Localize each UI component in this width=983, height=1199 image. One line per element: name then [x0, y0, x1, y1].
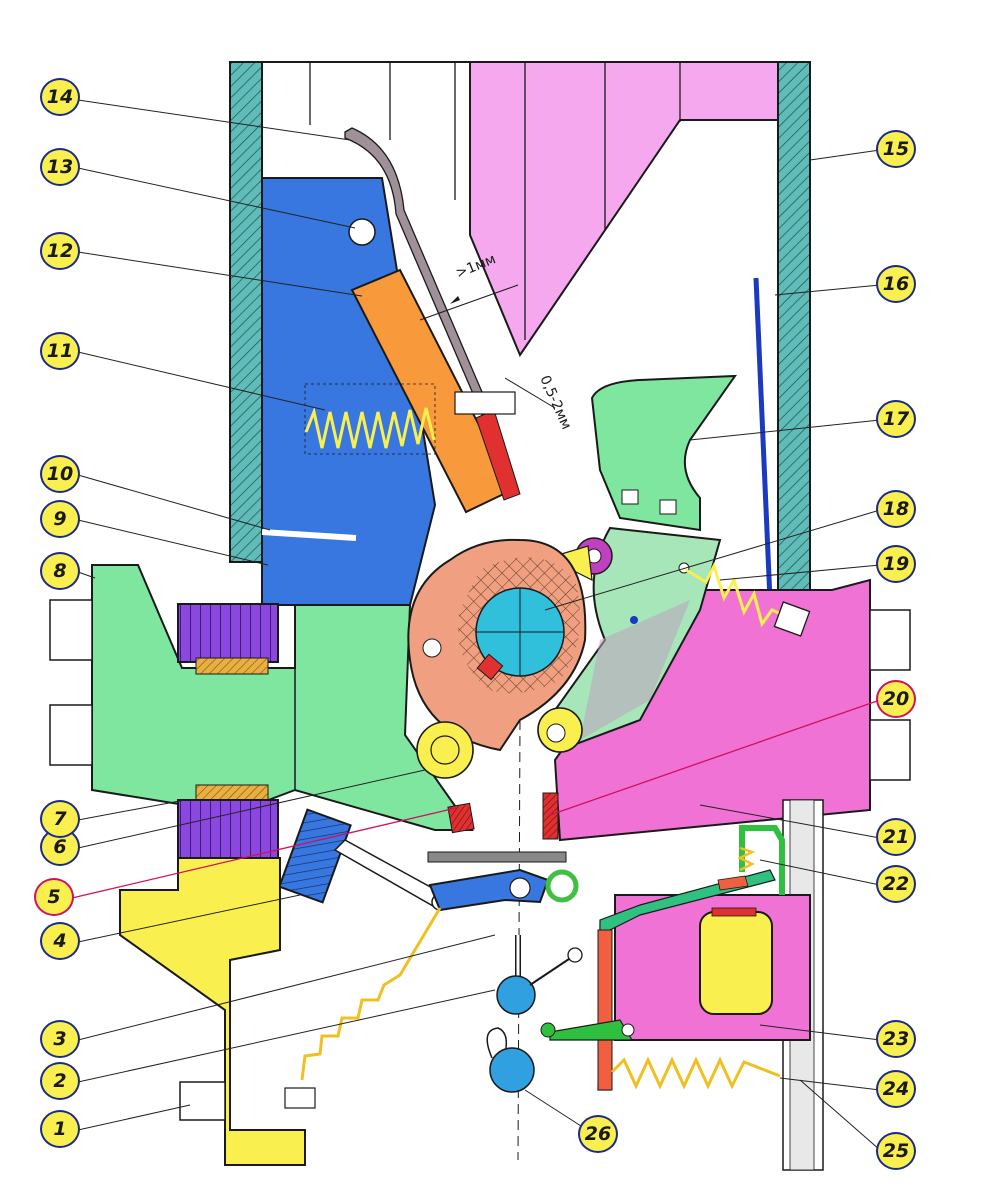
- contact-slot: [454, 391, 516, 415]
- coil-upper: [177, 603, 279, 663]
- ball-26: [489, 1047, 535, 1093]
- left-housing-wall: [229, 61, 263, 563]
- spring-24: [610, 1056, 781, 1090]
- spring-2: [300, 907, 442, 1081]
- pin-blue: [630, 616, 638, 624]
- relay-orange-bar: [597, 929, 613, 1091]
- spring-19: [685, 562, 791, 628]
- center-axis: [517, 719, 521, 1161]
- lever-arm: [333, 839, 446, 912]
- spring-2-anchor: [284, 1087, 316, 1109]
- lever-shadow: [580, 600, 690, 740]
- spring-11: [304, 383, 436, 455]
- bolt-right-lower: [869, 719, 911, 781]
- bar-hatched: [427, 851, 567, 863]
- bolt-left-lower: [49, 704, 93, 766]
- bolt-left-upper: [49, 599, 93, 661]
- latch-notch-b: [659, 499, 677, 515]
- latch-notch-a: [621, 489, 639, 505]
- spring-anchor: [773, 601, 811, 637]
- base-frame: [119, 857, 306, 1166]
- ball-upper: [496, 975, 536, 1015]
- spring-22: [737, 846, 756, 872]
- contact-tip-5: [447, 802, 475, 834]
- coil-lower-gold: [195, 784, 269, 802]
- hook-green: [545, 869, 579, 903]
- bolt-right-upper: [869, 609, 911, 671]
- coil-upper-gold: [195, 657, 269, 675]
- contact-tip-20: [542, 792, 559, 840]
- right-housing-wall: [777, 61, 811, 593]
- ball-13: [348, 218, 376, 246]
- plate-10: [261, 529, 357, 541]
- hook-22: [739, 825, 785, 895]
- relay-trigger: [549, 1019, 634, 1041]
- rod-16: [753, 277, 773, 601]
- dim-clearance-label: 0,5-2мм: [536, 373, 574, 432]
- bolt-bottom: [179, 1081, 226, 1121]
- blue-block-4: [278, 808, 352, 904]
- leader-lines: [71, 99, 881, 1151]
- shaft-key: [476, 653, 504, 681]
- relay-coil: [699, 911, 773, 1015]
